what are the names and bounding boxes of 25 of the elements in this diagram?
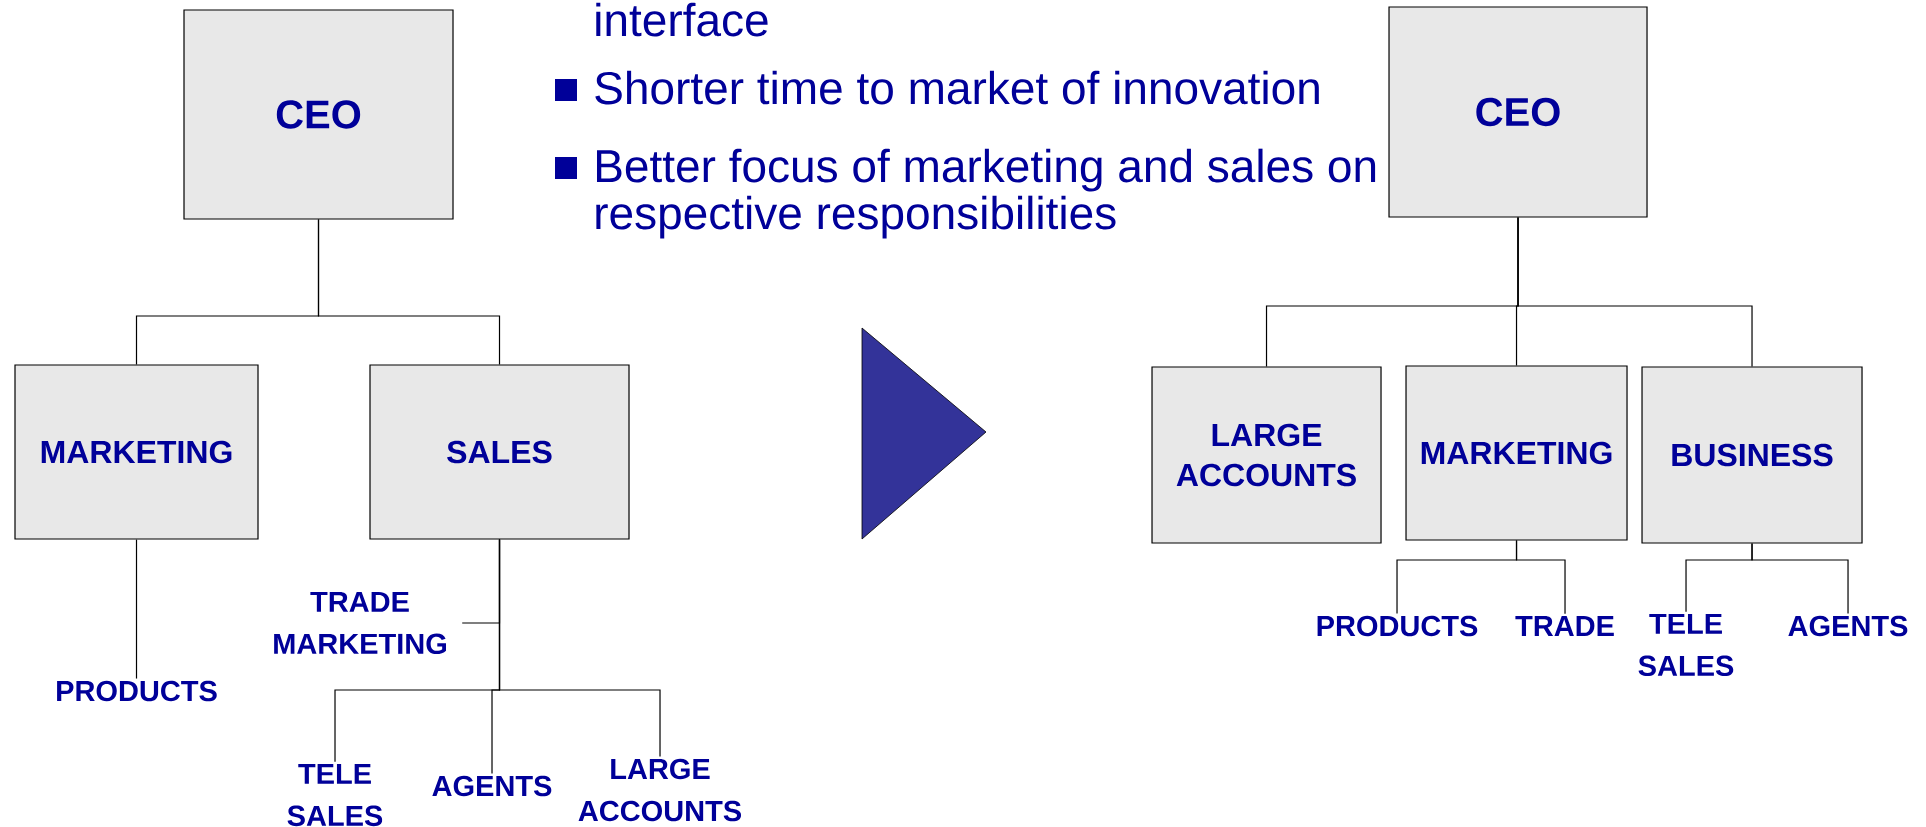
bullet-text: interface <box>596 2 768 37</box>
org-box: CEO <box>183 9 454 220</box>
connector-line <box>135 539 138 680</box>
bullet-item: Better focus of marketing and sales on respective responsibilities <box>555 148 1376 239</box>
unit-label: AGENTS <box>432 775 552 797</box>
unit-label: AGENTS <box>1788 615 1908 637</box>
unit-label: LARGE ACCOUNTS <box>578 758 741 822</box>
org-box: LARGE ACCOUNTS <box>1151 366 1382 544</box>
connector-line <box>1751 543 1849 615</box>
bullet-item: Shorter time to market of innovation <box>555 70 1319 105</box>
unit-label: TELE SALES <box>1638 613 1734 677</box>
unit-label: TRADE <box>1515 616 1614 636</box>
org-box: MARKETING <box>1405 365 1628 541</box>
unit-label: TELE SALES <box>287 763 383 827</box>
org-box: CEO <box>1388 6 1648 218</box>
org-box: MARKETING <box>14 364 259 540</box>
connector-line <box>498 539 661 758</box>
connector-line <box>1517 217 1753 367</box>
org-box: BUSINESS <box>1641 366 1863 544</box>
connector-line <box>317 219 501 365</box>
connector-line <box>1515 540 1566 615</box>
org-box: SALES <box>369 364 630 540</box>
unit-label: PRODUCTS <box>57 680 217 702</box>
unit-label: PRODUCTS <box>1317 615 1478 637</box>
unit-label: TRADE MARKETING <box>274 591 446 655</box>
